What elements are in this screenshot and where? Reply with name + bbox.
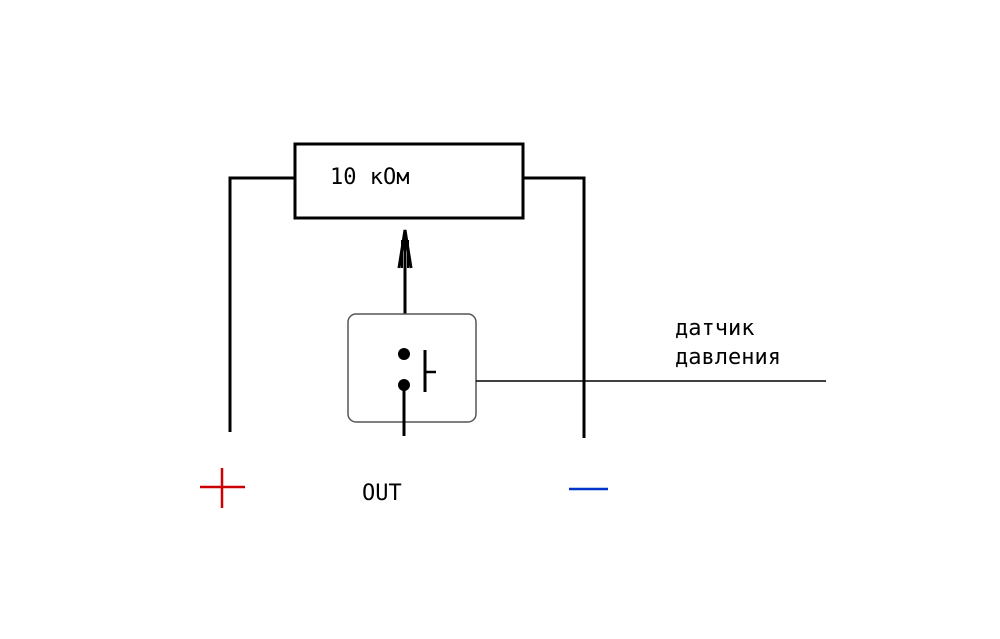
out-label: OUT bbox=[362, 481, 402, 506]
switch-contact-top bbox=[398, 348, 410, 360]
resistor-label: 10 кОм bbox=[330, 165, 409, 190]
sensor-label-line2: давления bbox=[675, 345, 781, 370]
left-wire bbox=[228, 176, 295, 432]
sensor-box bbox=[347, 313, 477, 423]
resistor bbox=[293, 142, 525, 220]
sensor-label-line1: датчик bbox=[675, 316, 754, 341]
right-wire bbox=[523, 176, 586, 438]
